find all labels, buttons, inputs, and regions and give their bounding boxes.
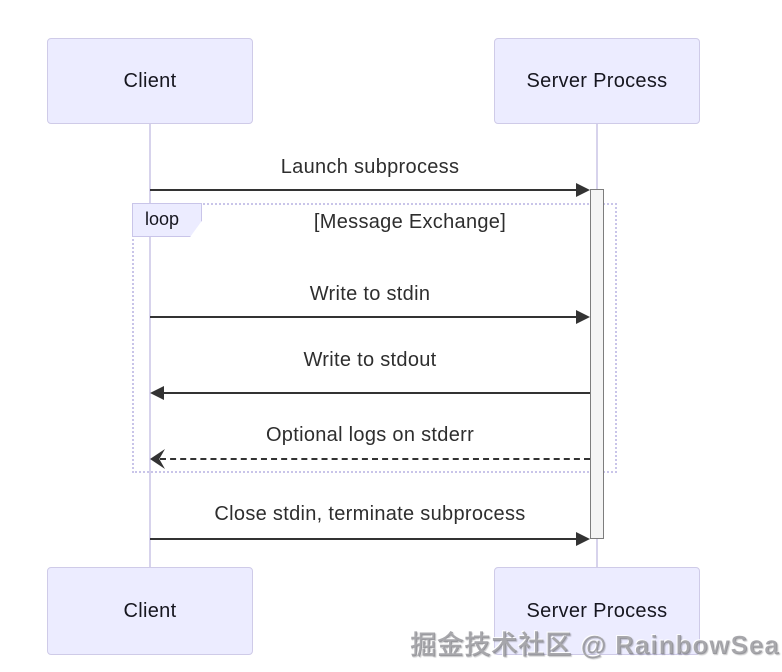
actor-label: Client	[123, 599, 177, 622]
arrowhead-left-icon	[150, 386, 164, 400]
arrow-write-to-stdout	[150, 385, 590, 401]
lifeline-client	[149, 124, 151, 567]
actor-label: Client	[123, 69, 177, 92]
activation-bar-server	[590, 189, 604, 539]
arrow-launch-subprocess	[150, 182, 590, 198]
arrow-line	[150, 316, 580, 318]
arrowhead-right-icon	[576, 183, 590, 197]
actor-top-client: Client	[47, 38, 253, 124]
watermark: 掘金技术社区 @ RainbowSea	[410, 630, 780, 660]
loop-keyword-label: loop	[144, 208, 180, 229]
message-label-launch-subprocess: Launch subprocess	[280, 156, 460, 178]
arrow-optional-logs-stderr	[150, 449, 590, 469]
loop-frame	[132, 203, 617, 473]
actor-bottom-server-process: Server Process	[494, 567, 700, 655]
arrowhead-right-icon	[576, 532, 590, 546]
arrow-line	[150, 189, 580, 191]
arrow-write-to-stdin	[150, 309, 590, 325]
arrowhead-right-icon	[576, 310, 590, 324]
actor-top-server-process: Server Process	[494, 38, 700, 124]
actor-label: Server Process	[526, 69, 668, 92]
arrow-line	[150, 538, 580, 540]
loop-keyword-tab: loop	[132, 203, 202, 237]
message-label-optional-logs-stderr: Optional logs on stderr	[265, 424, 475, 446]
message-label-write-to-stdout: Write to stdout	[303, 349, 437, 371]
message-label-write-to-stdin: Write to stdin	[309, 283, 431, 305]
actor-bottom-client: Client	[47, 567, 253, 655]
loop-condition-label: [Message Exchange]	[313, 211, 507, 233]
arrow-line	[160, 392, 590, 394]
arrow-close-stdin	[150, 531, 590, 547]
actor-label: Server Process	[526, 599, 668, 622]
arrow-line	[160, 458, 590, 460]
message-label-close-stdin: Close stdin, terminate subprocess	[214, 503, 526, 525]
